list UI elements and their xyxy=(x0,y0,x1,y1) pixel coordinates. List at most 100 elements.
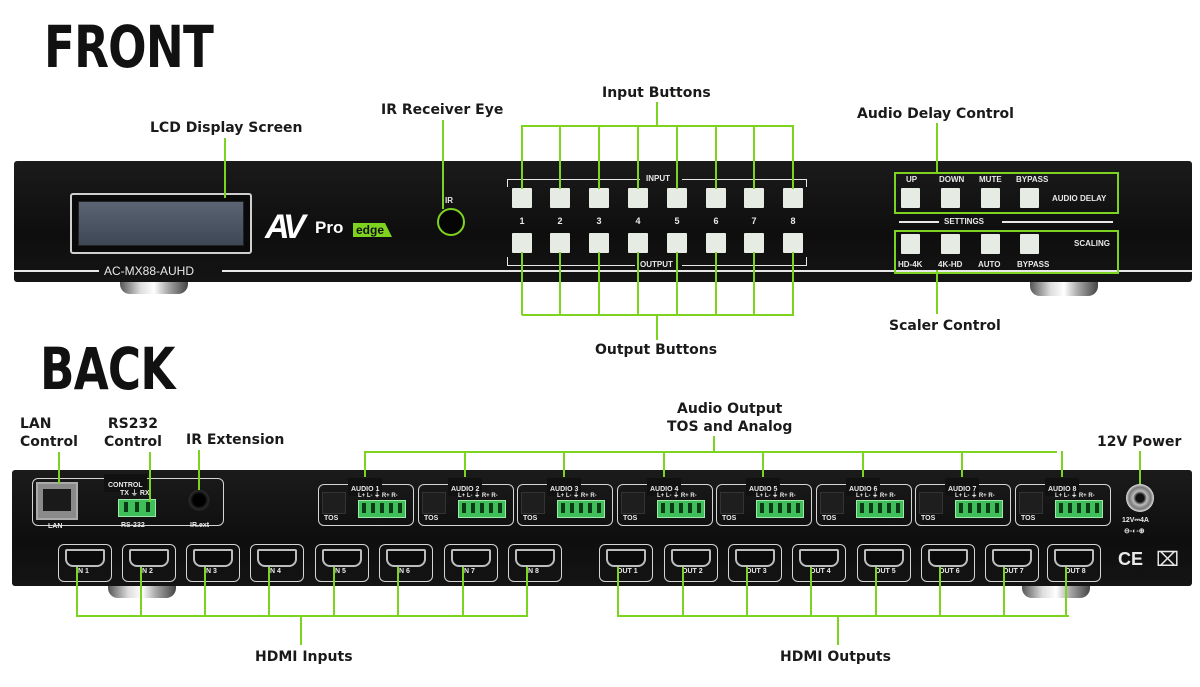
hdmi-input-3-label: IN 3 xyxy=(204,568,217,575)
leader-line xyxy=(617,615,1069,617)
leader-line xyxy=(598,252,600,315)
polarity-symbol: ⊖-◐-⊕ xyxy=(1124,528,1145,535)
leader-line xyxy=(464,451,466,477)
leader-line xyxy=(1139,451,1141,487)
leader-line xyxy=(715,125,717,189)
output-button-6[interactable] xyxy=(706,233,726,253)
hdmi-output-7-frame xyxy=(985,544,1039,582)
leader-line xyxy=(682,567,684,616)
output-button-8[interactable] xyxy=(783,233,803,253)
input-button-6[interactable] xyxy=(706,188,726,208)
hdmi-input-6[interactable] xyxy=(386,549,426,567)
scaling-button-1[interactable] xyxy=(901,234,920,254)
channel-number: 7 xyxy=(751,216,757,226)
bracket-line xyxy=(507,179,640,180)
toslink-port[interactable] xyxy=(621,492,645,514)
analog-audio-terminal[interactable] xyxy=(358,500,406,518)
output-button-2[interactable] xyxy=(550,233,570,253)
lan-port[interactable] xyxy=(36,482,78,520)
toslink-port[interactable] xyxy=(322,492,346,514)
leader-line xyxy=(397,567,399,616)
hdmi-output-4[interactable] xyxy=(799,549,839,567)
hdmi-output-4-label: OUT 4 xyxy=(810,568,831,575)
dc-power-jack[interactable] xyxy=(1126,484,1154,512)
hdmi-output-6[interactable] xyxy=(928,549,968,567)
analog-audio-terminal[interactable] xyxy=(756,500,804,518)
leader-line xyxy=(762,451,764,477)
control-label: CONTROL xyxy=(108,482,143,489)
input-button-2[interactable] xyxy=(550,188,570,208)
output-button-7[interactable] xyxy=(744,233,764,253)
hdmi-output-3[interactable] xyxy=(735,549,775,567)
rs232-terminal[interactable] xyxy=(118,499,156,517)
input-button-4[interactable] xyxy=(628,188,648,208)
hdmi-input-7[interactable] xyxy=(451,549,491,567)
output-row-label: OUTPUT xyxy=(640,260,673,269)
hdmi-output-5[interactable] xyxy=(864,549,904,567)
analog-audio-terminal[interactable] xyxy=(458,500,506,518)
scaling-group xyxy=(894,230,1119,274)
analog-audio-terminal[interactable] xyxy=(1055,500,1103,518)
lcd-display-screen xyxy=(70,193,252,254)
hdmi-input-5-label: IN 5 xyxy=(333,568,346,575)
hdmi-input-1[interactable] xyxy=(65,549,105,567)
bracket-line xyxy=(682,179,807,180)
toslink-port[interactable] xyxy=(820,492,844,514)
hdmi-output-8[interactable] xyxy=(1054,549,1094,567)
audio-delay-button-2[interactable] xyxy=(941,188,960,208)
audio-block-label: AUDIO 4 xyxy=(650,486,679,493)
leader-line xyxy=(76,567,78,616)
leader-line xyxy=(1003,567,1005,616)
analog-audio-terminal[interactable] xyxy=(557,500,605,518)
leader-line xyxy=(300,615,302,645)
hdmi-output-7[interactable] xyxy=(992,549,1032,567)
toslink-port[interactable] xyxy=(422,492,446,514)
audio-delay-button-label: MUTE xyxy=(979,175,1002,184)
toslink-port[interactable] xyxy=(919,492,943,514)
device-foot xyxy=(120,280,188,294)
input-button-3[interactable] xyxy=(589,188,609,208)
toslink-port[interactable] xyxy=(521,492,545,514)
output-button-1[interactable] xyxy=(512,233,532,253)
output-button-3[interactable] xyxy=(589,233,609,253)
audio-delay-button-4[interactable] xyxy=(1020,188,1039,208)
audio-delay-button-1[interactable] xyxy=(901,188,920,208)
analog-audio-terminal[interactable] xyxy=(657,500,705,518)
input-button-5[interactable] xyxy=(667,188,687,208)
analog-audio-terminal[interactable] xyxy=(856,500,904,518)
input-button-7[interactable] xyxy=(744,188,764,208)
leader-line xyxy=(521,252,523,315)
audio-block-label: AUDIO 6 xyxy=(849,486,878,493)
leader-line xyxy=(559,125,561,189)
leader-line xyxy=(442,120,444,209)
input-button-8[interactable] xyxy=(783,188,803,208)
output-button-5[interactable] xyxy=(667,233,687,253)
leader-line xyxy=(936,270,938,314)
leader-line xyxy=(753,252,755,315)
scaling-button-label: 4K-HD xyxy=(938,260,963,269)
toslink-port[interactable] xyxy=(720,492,744,514)
hdmi-input-4[interactable] xyxy=(257,549,297,567)
weee-icon: ⌧ xyxy=(1156,549,1180,571)
audio-delay-label: AUDIO DELAY xyxy=(1052,194,1107,203)
scaling-button-2[interactable] xyxy=(941,234,960,254)
audio-delay-button-3[interactable] xyxy=(981,188,1000,208)
output-button-4[interactable] xyxy=(628,233,648,253)
callout-ir-extension: IR Extension xyxy=(186,432,285,448)
hdmi-output-1[interactable] xyxy=(606,549,646,567)
hdmi-input-5[interactable] xyxy=(322,549,362,567)
scaling-button-3[interactable] xyxy=(981,234,1000,254)
hdmi-input-8[interactable] xyxy=(515,549,555,567)
analog-audio-terminal[interactable] xyxy=(955,500,1003,518)
scaling-button-4[interactable] xyxy=(1020,234,1039,254)
hdmi-output-2[interactable] xyxy=(671,549,711,567)
divider-line xyxy=(1002,221,1113,223)
audio-block-label-wrap: AUDIO 2 xyxy=(448,478,483,496)
input-button-1[interactable] xyxy=(512,188,532,208)
channel-number: 2 xyxy=(557,216,563,226)
hdmi-input-2[interactable] xyxy=(129,549,169,567)
ir-extension-jack[interactable] xyxy=(187,488,211,512)
toslink-port[interactable] xyxy=(1019,492,1043,514)
hdmi-input-3[interactable] xyxy=(193,549,233,567)
hdmi-output-2-frame xyxy=(664,544,718,582)
